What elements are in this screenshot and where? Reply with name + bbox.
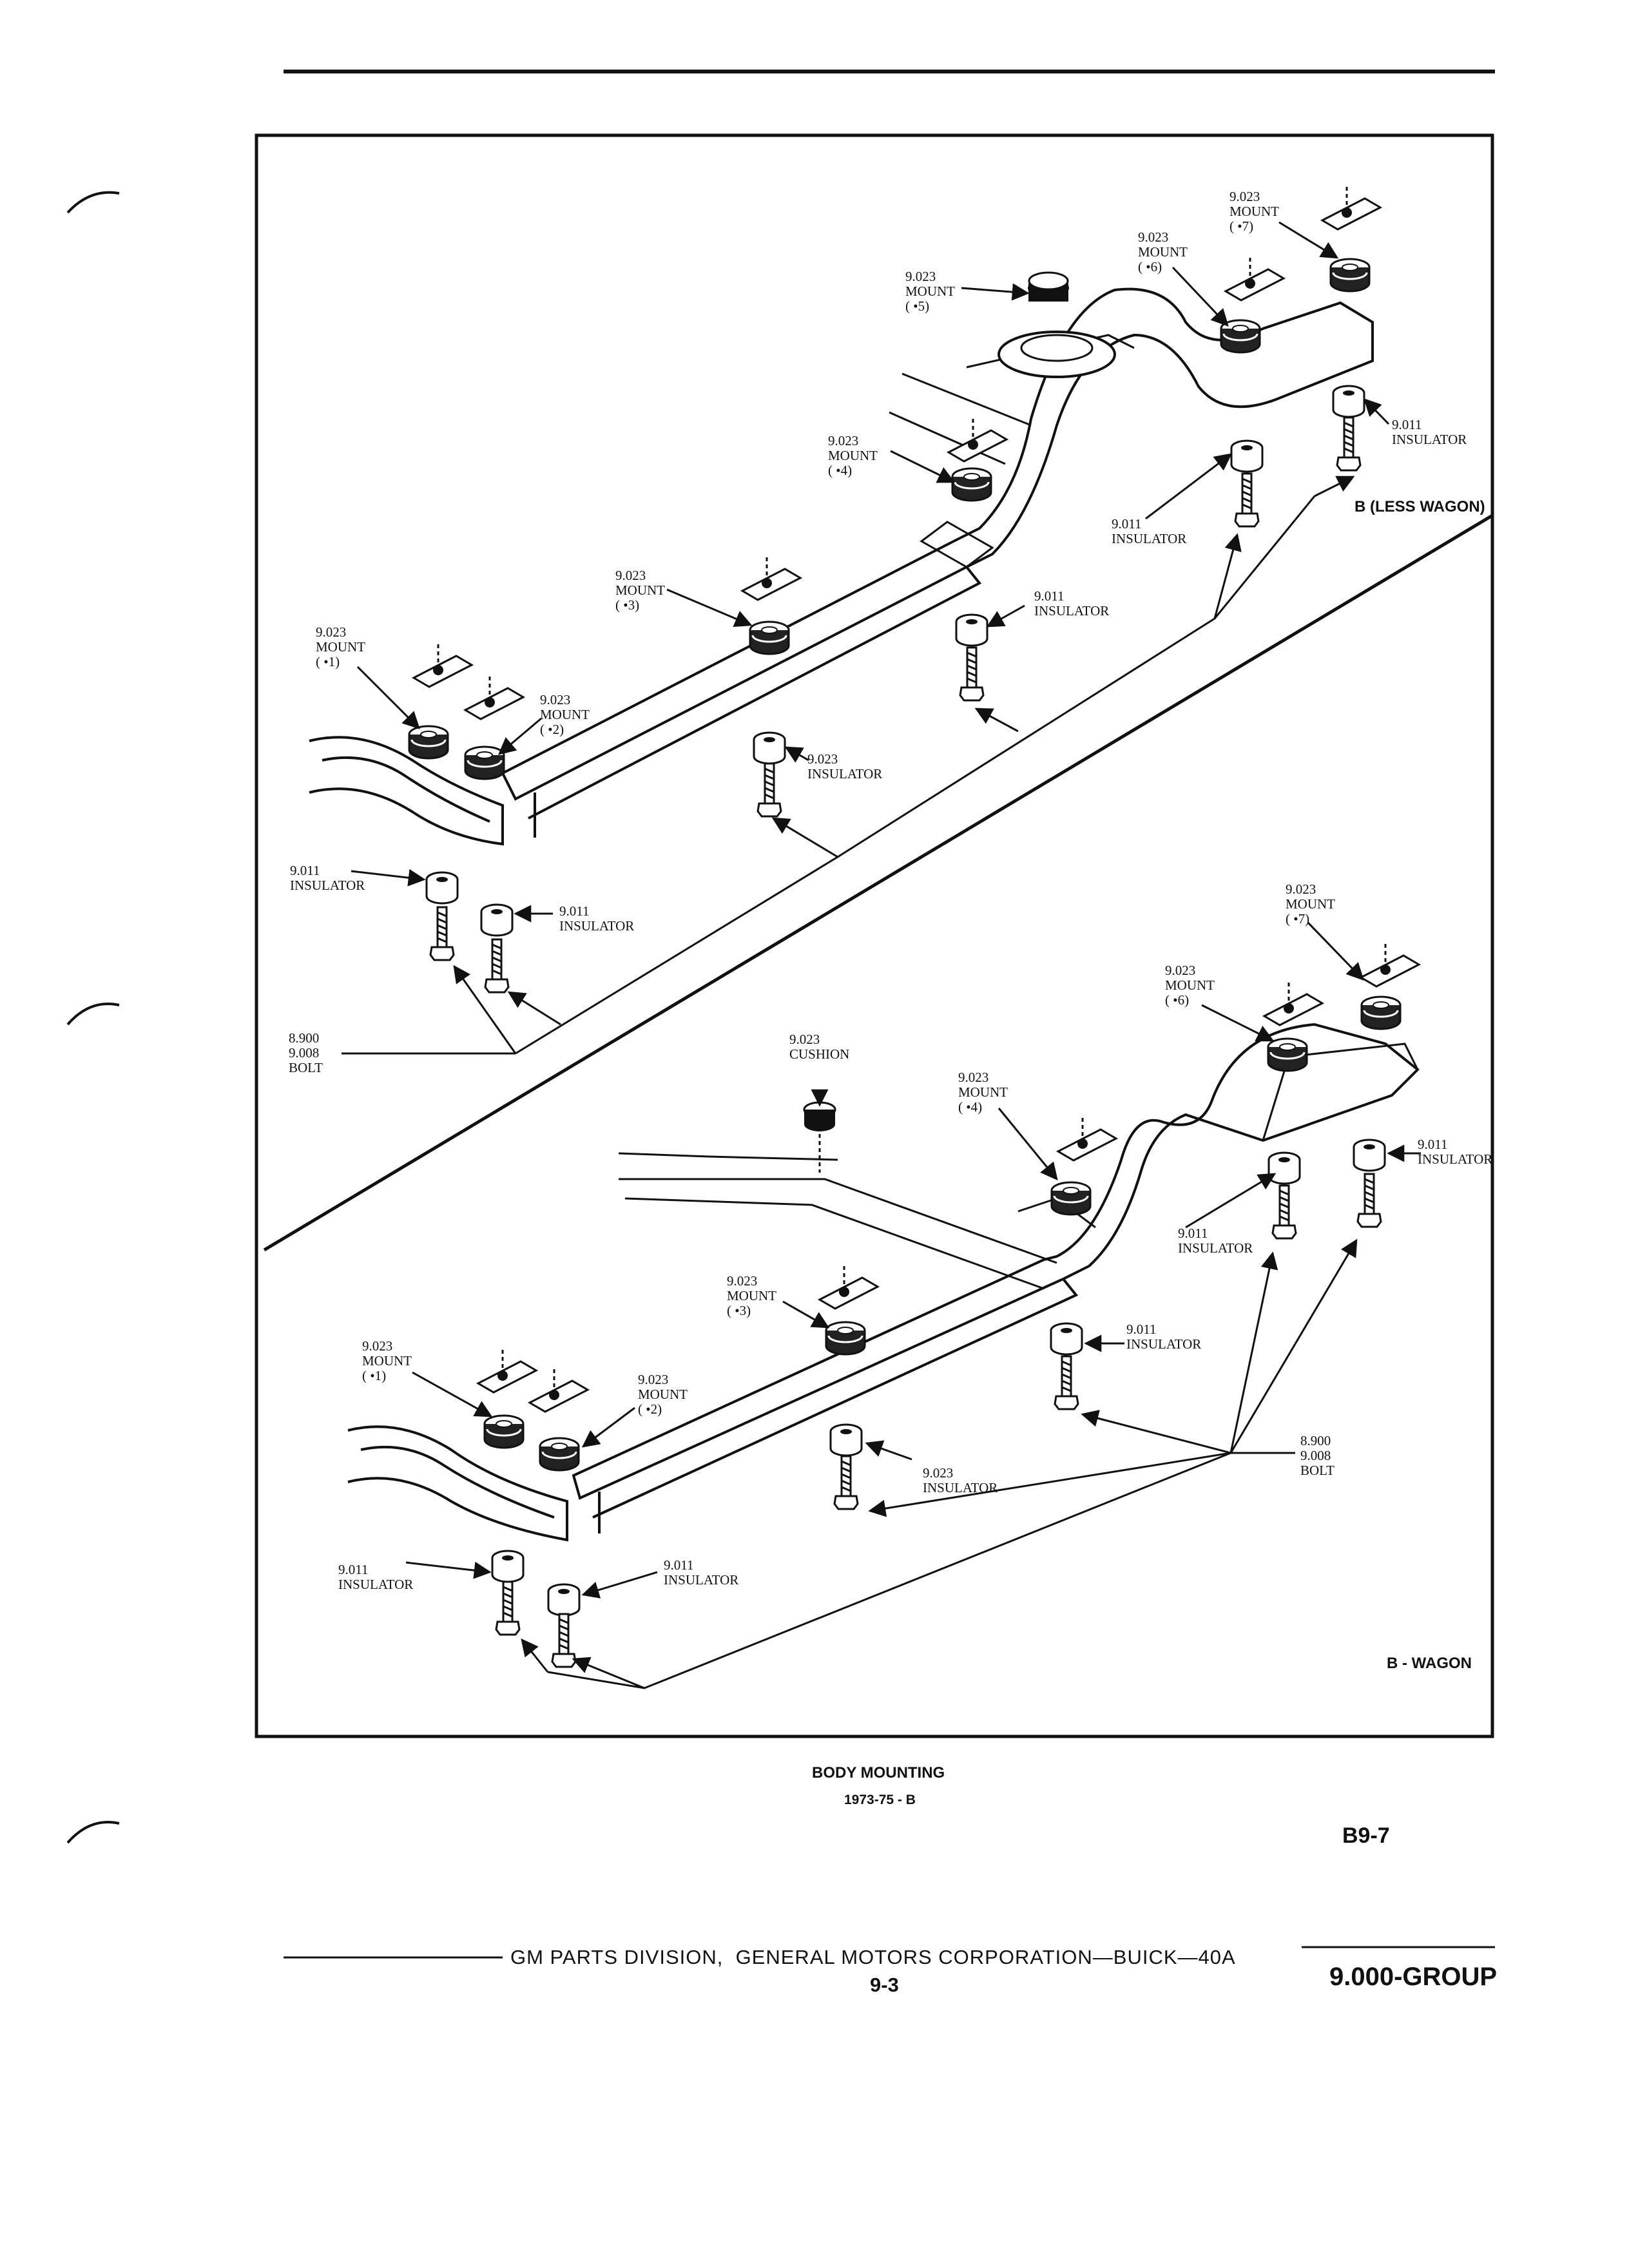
top-rule	[284, 70, 1495, 73]
label-bolt-top: 8.900 9.008 BOLT	[289, 1030, 323, 1075]
label-insulator-1-bottom: 9.011 INSULATOR	[338, 1562, 414, 1592]
label-mount-5-top: 9.023 MOUNT ( •5)	[905, 269, 955, 314]
label-insulator-4-bottom: 9.011 INSULATOR	[1126, 1321, 1202, 1352]
label-mount-4-top: 9.023 MOUNT ( •4)	[828, 433, 878, 478]
label-insulator-1-top: 9.011 INSULATOR	[290, 863, 365, 893]
label-mount-3-bottom: 9.023 MOUNT ( •3)	[727, 1273, 776, 1318]
group-label: 9.000-GROUP	[1329, 1963, 1498, 1991]
label-bolt-bottom: 8.900 9.008 BOLT	[1300, 1433, 1335, 1478]
label-insulator-2-bottom: 9.011 INSULATOR	[664, 1557, 739, 1588]
label-mount-6-top: 9.023 MOUNT ( •6)	[1138, 229, 1188, 274]
label-cushion-bottom: 9.023 CUSHION	[789, 1032, 850, 1062]
label-mount-3-top: 9.023 MOUNT ( •3)	[615, 568, 665, 613]
label-mount-7-top: 9.023 MOUNT ( •7)	[1229, 189, 1279, 234]
label-insulator-3-top: 9.023 INSULATOR	[807, 751, 883, 782]
label-insulator-rear-top: 9.011 INSULATOR	[1392, 417, 1467, 447]
label-insulator-2-top: 9.011 INSULATOR	[559, 903, 635, 934]
page-number: 9-3	[870, 1974, 899, 1996]
label-insulator-3-bottom: 9.023 INSULATOR	[923, 1465, 998, 1495]
caption-subtitle: 1973-75 - B	[844, 1792, 916, 1807]
variant-less-wagon: B (LESS WAGON)	[1354, 498, 1485, 515]
label-mount-4-bottom: 9.023 MOUNT ( •4)	[958, 1070, 1008, 1115]
label-mount-7-bottom: 9.023 MOUNT ( •7)	[1286, 881, 1335, 927]
reference-code: B9-7	[1342, 1823, 1390, 1848]
label-mount-1-bottom: 9.023 MOUNT ( •1)	[362, 1338, 412, 1383]
label-insulator-6-bottom: 9.011 INSULATOR	[1178, 1225, 1253, 1256]
label-mount-2-bottom: 9.023 MOUNT ( •2)	[638, 1372, 688, 1417]
label-mount-1-top: 9.023 MOUNT ( •1)	[316, 624, 365, 669]
label-insulator-6-top: 9.011 INSULATOR	[1112, 516, 1187, 546]
label-insulator-rear-bottom: 9.011 INSULATOR	[1418, 1137, 1493, 1167]
footer-text: GM PARTS DIVISION, GENERAL MOTORS CORPOR…	[510, 1946, 1236, 1968]
label-mount-6-bottom: 9.023 MOUNT ( •6)	[1165, 963, 1215, 1008]
variant-wagon: B - WAGON	[1387, 1655, 1472, 1672]
label-mount-2-top: 9.023 MOUNT ( •2)	[540, 692, 590, 737]
label-insulator-4-top: 9.011 INSULATOR	[1034, 588, 1110, 619]
caption-title: BODY MOUNTING	[812, 1764, 945, 1782]
